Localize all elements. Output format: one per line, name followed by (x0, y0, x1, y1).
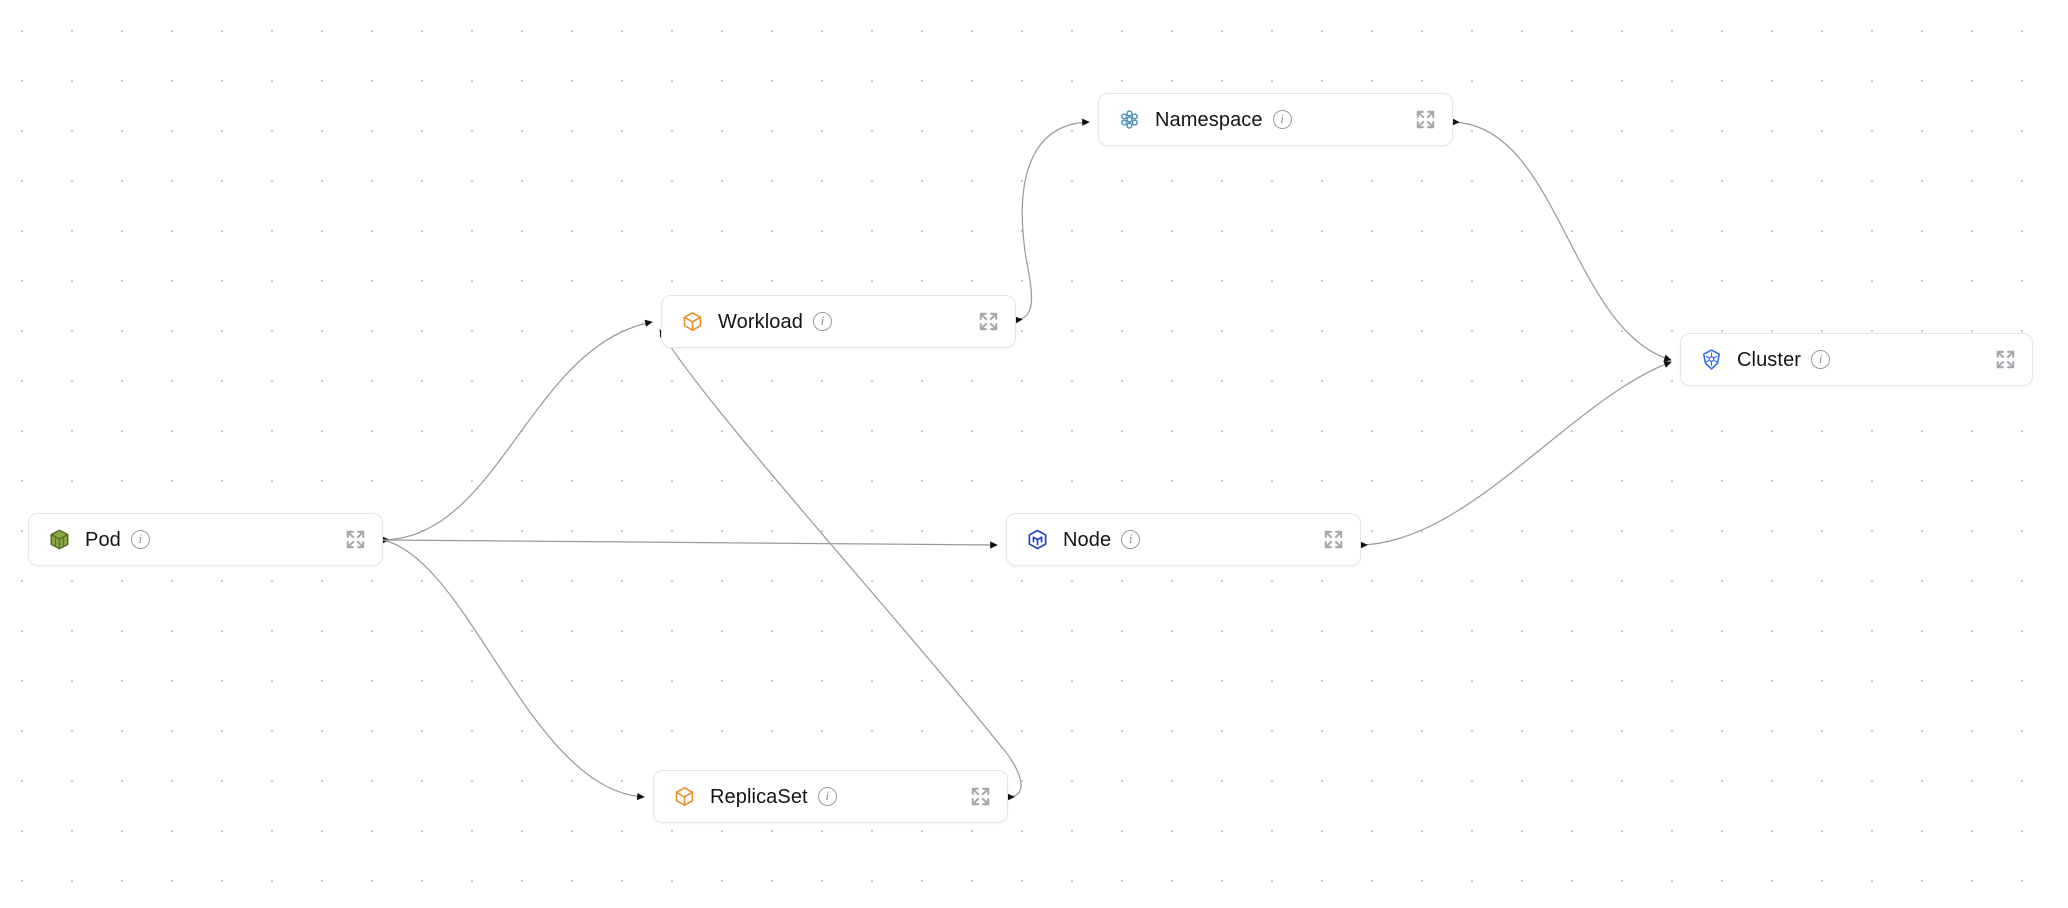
graph-node-namespace[interactable]: Namespace i (1098, 93, 1453, 146)
info-icon[interactable]: i (130, 530, 150, 549)
edge-node-cluster (1360, 361, 1672, 549)
edge-pod-node (382, 539, 998, 549)
node-cube-icon (1026, 528, 1049, 551)
node-label: Workload (718, 310, 803, 333)
edge-pod-workload (382, 319, 653, 544)
expand-icon[interactable] (1993, 347, 2018, 372)
node-label: ReplicaSet (710, 785, 808, 808)
graph-node-cluster[interactable]: Cluster i (1680, 333, 2033, 386)
node-label: Namespace (1155, 108, 1263, 131)
expand-icon[interactable] (1321, 527, 1346, 552)
expand-icon[interactable] (343, 527, 368, 552)
info-icon[interactable]: i (1811, 350, 1831, 369)
graph-node-replicaset[interactable]: ReplicaSet i (653, 770, 1008, 823)
expand-icon[interactable] (976, 309, 1001, 334)
expand-icon[interactable] (1413, 107, 1438, 132)
edge-pod-replicaset (382, 539, 645, 801)
node-label: Pod (85, 528, 121, 551)
info-icon[interactable]: i (1272, 110, 1292, 129)
info-icon[interactable]: i (817, 787, 837, 806)
graph-node-pod[interactable]: Pod i (28, 513, 383, 566)
graph-node-workload[interactable]: Workload i (661, 295, 1016, 348)
kubernetes-icon (1700, 348, 1723, 371)
workload-cube-icon (681, 310, 704, 333)
pod-icon (48, 528, 71, 551)
info-icon[interactable]: i (812, 312, 832, 331)
edge-namespace-cluster (1452, 118, 1672, 362)
graph-node-node[interactable]: Node i (1006, 513, 1361, 566)
node-label: Cluster (1737, 348, 1802, 371)
node-label: Node (1063, 528, 1112, 551)
namespace-icon (1118, 108, 1141, 131)
replicaset-cube-icon (673, 785, 696, 808)
expand-icon[interactable] (968, 784, 993, 809)
info-icon[interactable]: i (1121, 530, 1141, 549)
edge-workload-namespace (1014, 118, 1090, 324)
edge-replicaset-workload (659, 329, 1022, 801)
